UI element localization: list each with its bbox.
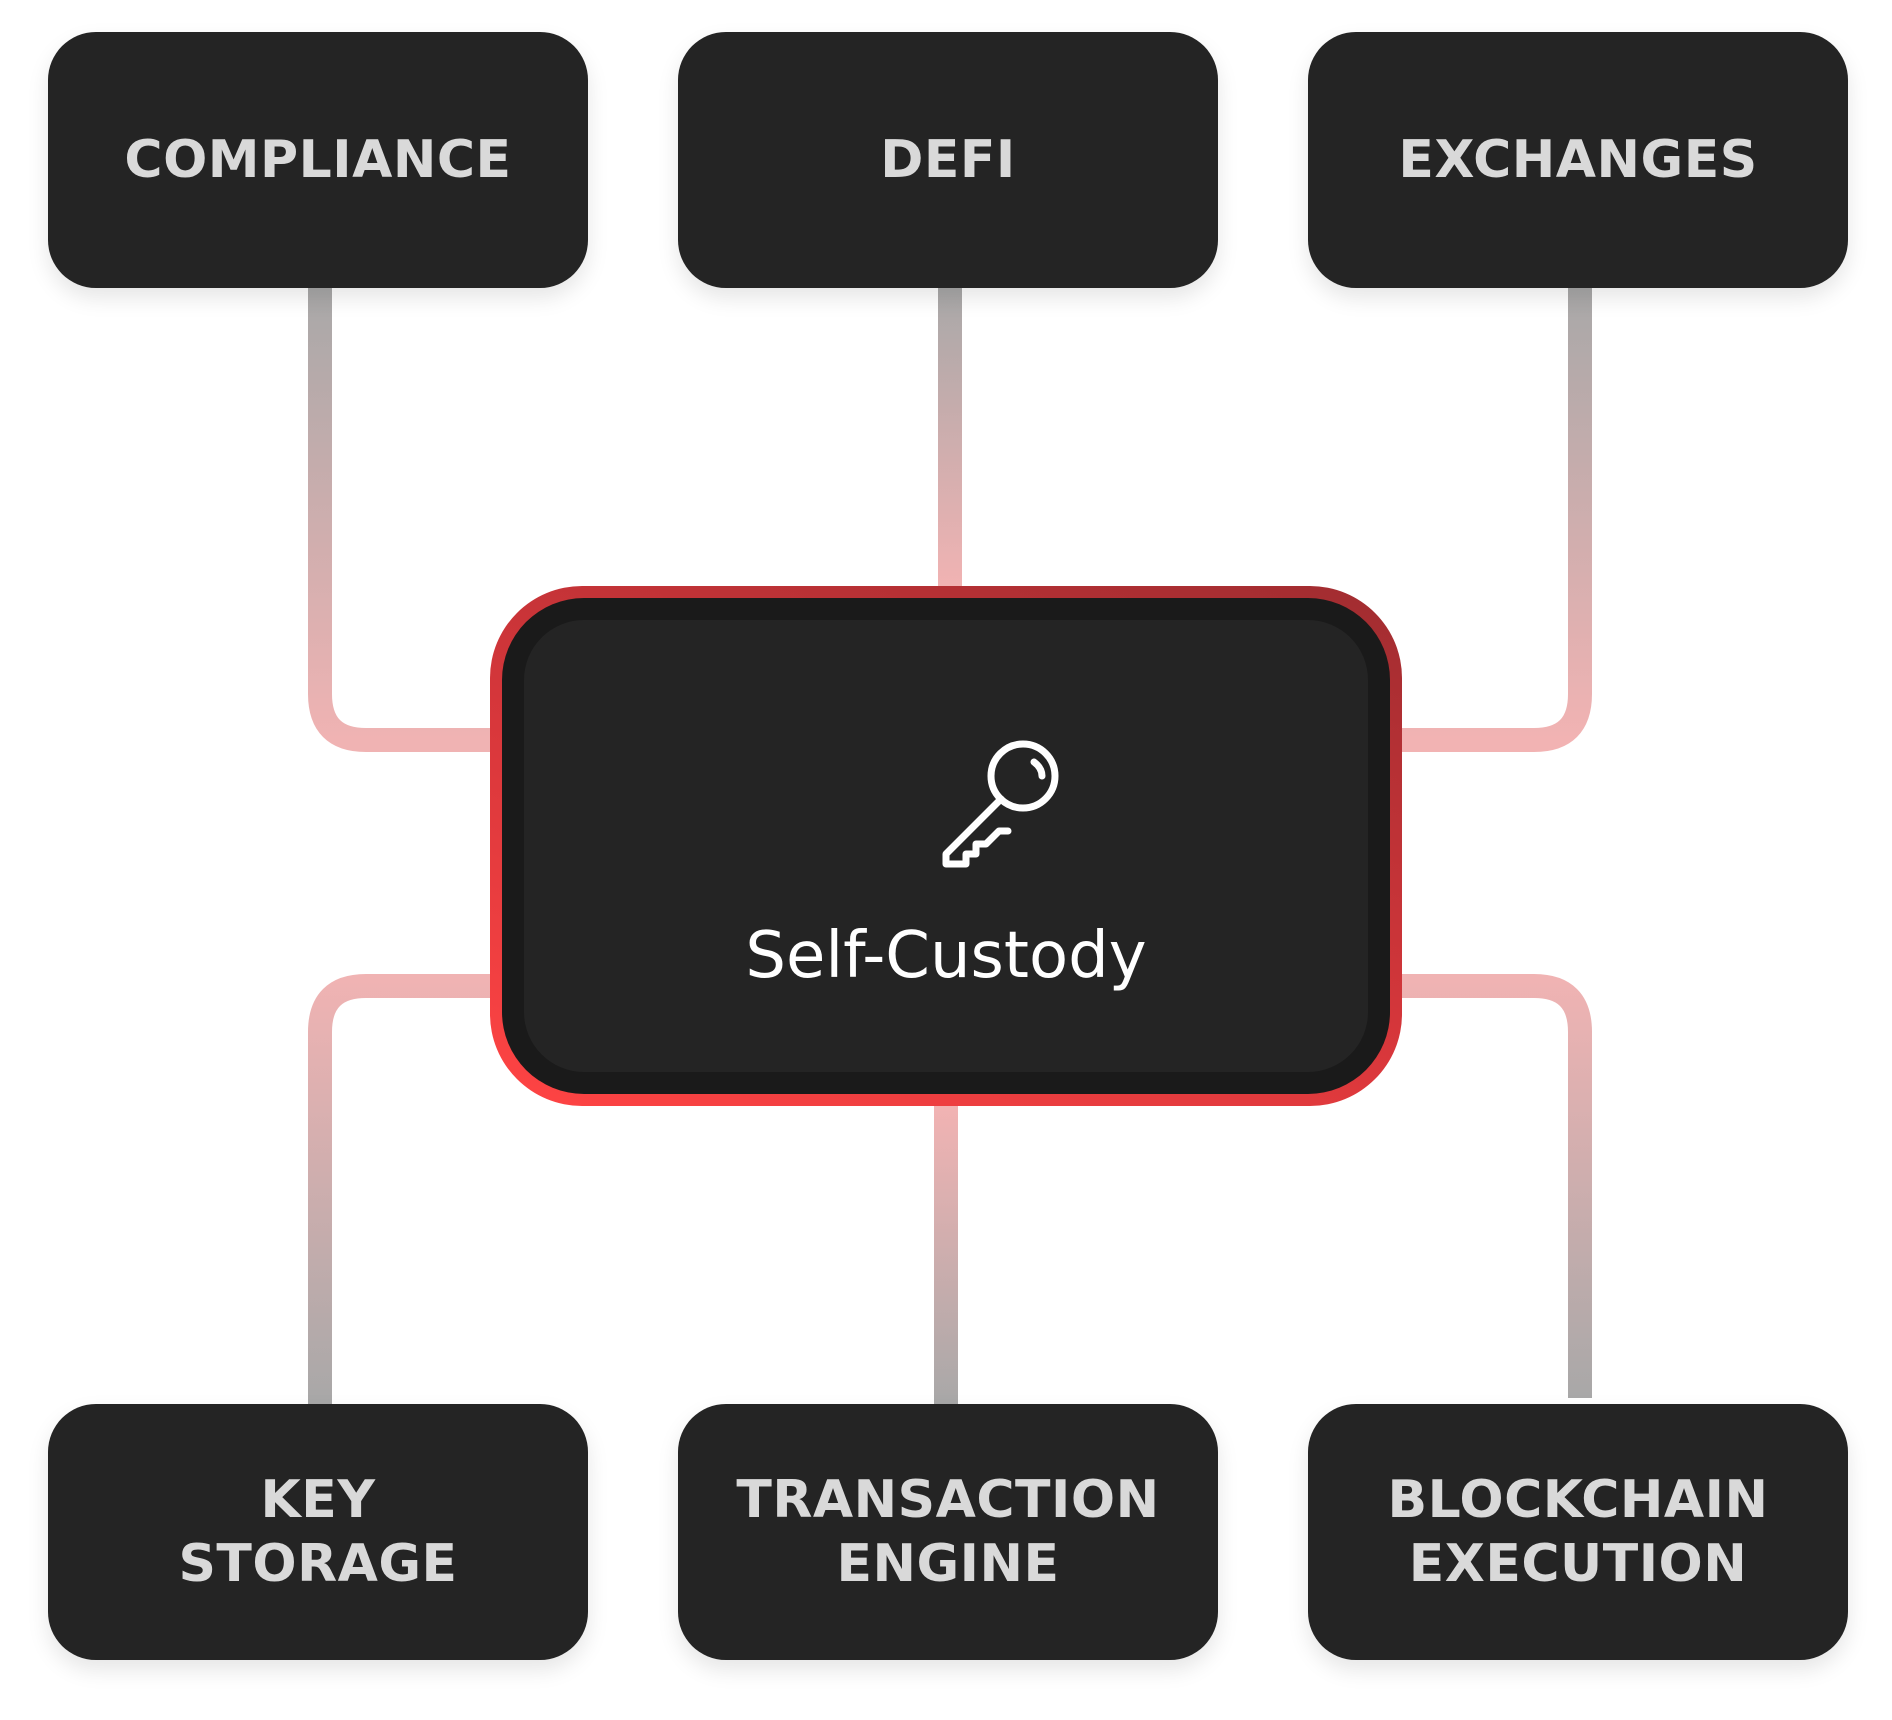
node-compliance: COMPLIANCE [48, 32, 588, 288]
connector-exchanges [1398, 288, 1592, 752]
node-key-storage: KEY STORAGE [48, 1404, 588, 1660]
center-node-self-custody: Self-Custody [490, 586, 1402, 1106]
node-label: KEY STORAGE [178, 1470, 458, 1594]
center-node-body: Self-Custody [524, 620, 1368, 1072]
connector-compliance [308, 288, 494, 752]
node-defi: DEFI [678, 32, 1218, 288]
center-node-frame: Self-Custody [502, 598, 1390, 1094]
connector-key-storage [308, 974, 494, 1404]
node-transaction-engine: TRANSACTION ENGINE [678, 1404, 1218, 1660]
node-label: BLOCKCHAIN EXECUTION [1387, 1470, 1769, 1594]
node-blockchain-execution: BLOCKCHAIN EXECUTION [1308, 1404, 1848, 1660]
node-exchanges: EXCHANGES [1308, 32, 1848, 288]
node-label: DEFI [880, 130, 1016, 190]
center-label: Self-Custody [745, 919, 1147, 993]
connector-blockchain-execution [1398, 974, 1592, 1398]
node-label: TRANSACTION ENGINE [736, 1470, 1160, 1594]
node-label: COMPLIANCE [124, 130, 512, 190]
key-icon [942, 740, 1059, 868]
node-label: EXCHANGES [1398, 130, 1758, 190]
